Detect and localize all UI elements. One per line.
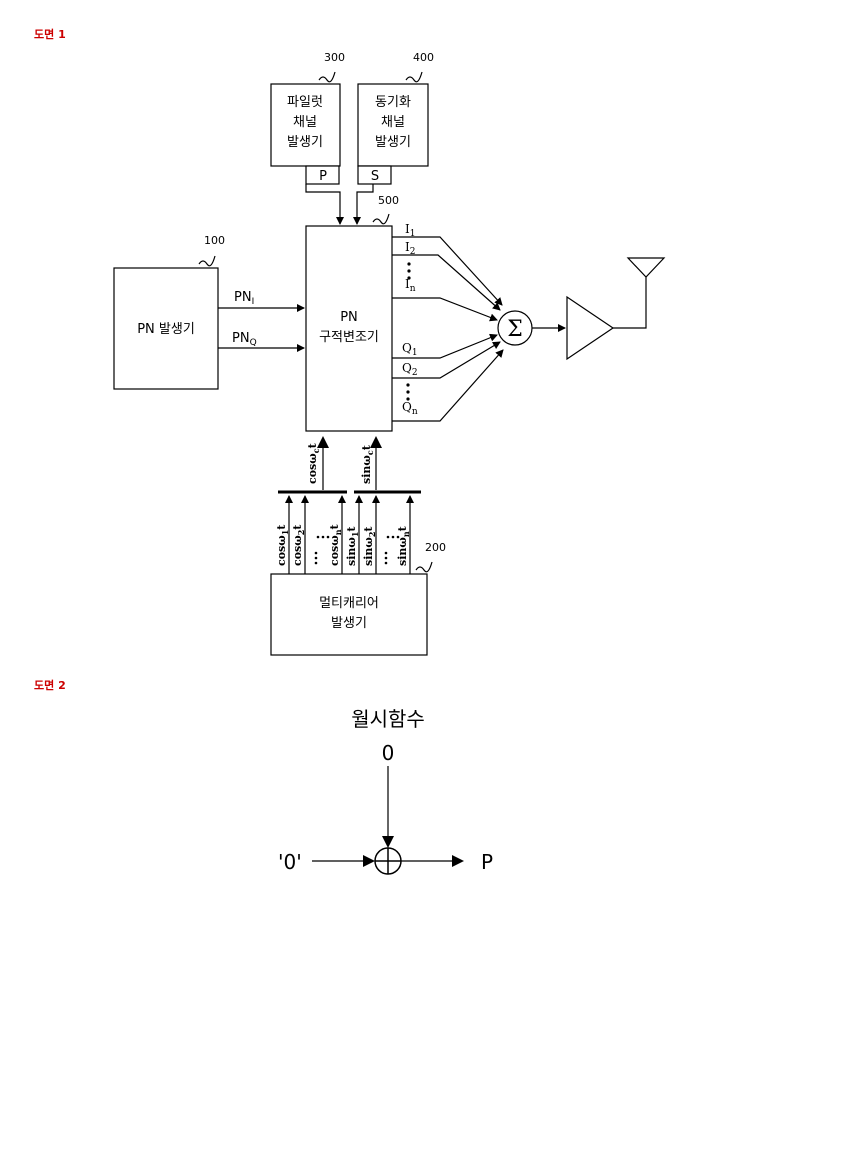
antenna-icon xyxy=(626,257,666,278)
data-input-value: '0' xyxy=(278,850,302,874)
ref-200: 200 xyxy=(425,541,446,554)
q-ellipsis-dot xyxy=(406,383,410,387)
ref-leader-100 xyxy=(198,255,216,267)
q-ellipsis-dot xyxy=(406,390,410,394)
ref-leader-300 xyxy=(318,71,336,83)
output-label: P xyxy=(481,850,493,874)
cos-carrier-label: cosωct xyxy=(306,442,321,484)
xor-icon xyxy=(374,847,402,875)
in-wire xyxy=(392,297,498,322)
sync-output-label: S xyxy=(371,169,379,184)
q1-label: Q1 xyxy=(402,341,418,358)
sin-carrier-label: sinωct xyxy=(360,444,375,484)
cosn-label: cosωnt xyxy=(328,523,343,566)
modulator-line-1: PN xyxy=(340,310,358,325)
cos1-label: cosω1t xyxy=(275,524,290,566)
ref-100: 100 xyxy=(204,234,225,247)
pilot-channel-generator: 파일럿 채널 발생기 300 P xyxy=(270,51,345,185)
pn-gen-label: PN 발생기 xyxy=(137,322,195,337)
sync-channel-generator: 동기화 채널 발생기 400 S xyxy=(357,51,434,185)
qn-wire xyxy=(392,349,504,422)
amplifier-icon xyxy=(566,295,615,361)
pilot-gen-line-2: 채널 xyxy=(293,115,317,130)
pn-quadrature-modulator: PN 구적변조기 500 xyxy=(305,194,399,432)
multicarrier-line-1: 멀티캐리어 xyxy=(319,596,379,611)
ref-500: 500 xyxy=(378,194,399,207)
carrier-lines xyxy=(285,495,414,574)
i1-wire xyxy=(392,236,503,306)
ref-leader-500 xyxy=(372,213,390,225)
sinn-label: sinωnt xyxy=(396,525,411,566)
q-ellipsis-dot xyxy=(406,397,410,401)
i-ellipsis-dot xyxy=(407,276,411,280)
pnq-label: PNQ xyxy=(232,331,257,348)
sync-to-modulator-wire xyxy=(353,184,374,225)
amp-to-antenna-wire xyxy=(613,277,647,329)
pilot-gen-line-3: 발생기 xyxy=(287,135,323,150)
q1-wire xyxy=(392,333,498,359)
sync-gen-line-1: 동기화 xyxy=(375,95,411,110)
i-ellipsis-dot xyxy=(407,269,411,273)
i-outputs: I1 I2 In xyxy=(392,222,503,322)
walsh-input-value: 0 xyxy=(382,741,395,765)
ref-leader-400 xyxy=(405,71,423,83)
pilot-output-label: P xyxy=(319,169,327,184)
in-label: In xyxy=(405,277,416,294)
pilot-gen-line-1: 파일럿 xyxy=(287,95,323,110)
figure2-title: 도면 2 xyxy=(34,678,66,692)
sync-gen-line-2: 채널 xyxy=(381,115,405,130)
ref-300: 300 xyxy=(324,51,345,64)
i2-wire xyxy=(392,254,501,311)
q2-label: Q2 xyxy=(402,361,418,378)
ref-leader-200 xyxy=(415,561,433,573)
i2-label: I2 xyxy=(405,240,415,257)
i1-label: I1 xyxy=(405,222,415,239)
multicarrier-generator: 멀티캐리어 발생기 200 xyxy=(270,541,446,656)
pilot-to-modulator-wire xyxy=(305,184,344,225)
sync-gen-line-3: 발생기 xyxy=(375,135,411,150)
multicarrier-line-2: 발생기 xyxy=(331,616,367,631)
q2-wire xyxy=(392,341,501,379)
modulator-line-2: 구적변조기 xyxy=(319,330,379,345)
sin1-label: sinω1t xyxy=(345,526,360,566)
pn-generator: PN 발생기 100 xyxy=(113,234,225,390)
i-ellipsis-dot xyxy=(407,262,411,266)
sin2-label: sinω2t xyxy=(362,526,377,566)
sigma-symbol: Σ xyxy=(507,317,523,342)
ref-400: 400 xyxy=(413,51,434,64)
figure1-title: 도면 1 xyxy=(34,27,66,41)
summer: Σ xyxy=(497,310,533,346)
pni-label: PNI xyxy=(234,290,254,307)
qn-label: Qn xyxy=(402,400,418,417)
walsh-function-label: 월시함수 xyxy=(351,707,425,731)
q-outputs: Q1 Q2 Qn xyxy=(392,333,504,422)
cos2-label: cosω2t xyxy=(291,524,306,566)
carrier-ellipsis xyxy=(314,535,400,565)
